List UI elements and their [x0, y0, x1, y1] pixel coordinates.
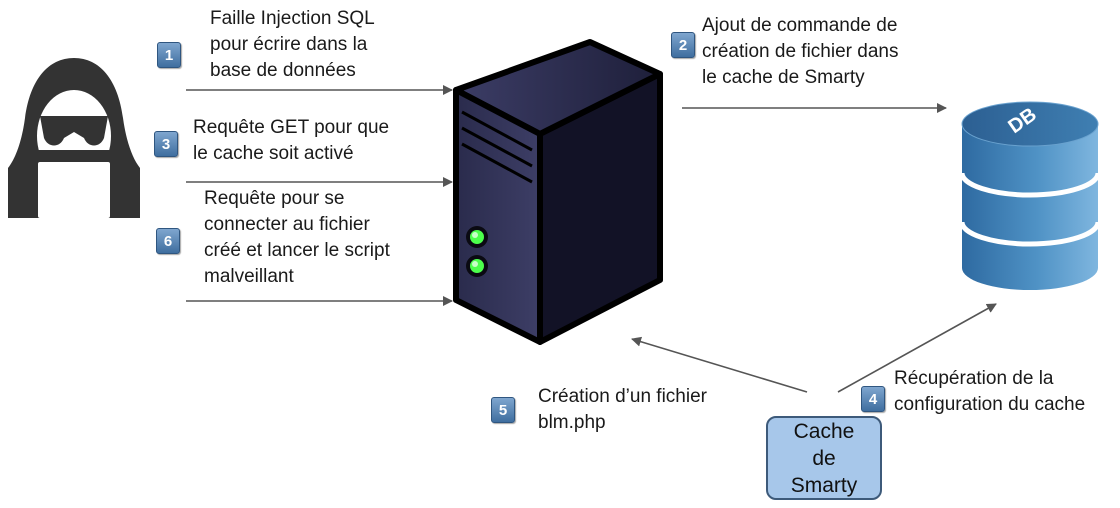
- step-5-line: blm.php: [538, 412, 606, 433]
- cache-box-line: Smarty: [790, 473, 858, 497]
- step-5-label: Création d’un fichier blm.php: [538, 384, 707, 436]
- cache-box-line: Cache: [793, 419, 855, 443]
- step-4-line: Récupération de la: [894, 368, 1054, 389]
- step-1-line: base de données: [210, 60, 356, 81]
- arrow-step-4: [837, 303, 997, 393]
- step-2-line: le cache de Smarty: [702, 67, 865, 88]
- step-2-label: Ajout de commande de création de fichier…: [702, 13, 898, 91]
- step-badge-2: 2: [671, 32, 695, 58]
- step-3-label: Requête GET pour que le cache soit activ…: [193, 115, 389, 167]
- step-1-label: Faille Injection SQL pour écrire dans la…: [210, 6, 375, 84]
- step-4-label: Récupération de la configuration du cach…: [894, 366, 1085, 418]
- step-4-line: configuration du cache: [894, 394, 1086, 415]
- step-badge-3: 3: [154, 131, 178, 157]
- step-badge-1: 1: [157, 42, 181, 68]
- step-6-line: créé et lancer le script: [204, 240, 390, 261]
- step-6-label: Requête pour se connecter au fichier cré…: [204, 186, 390, 290]
- step-6-line: Requête pour se: [204, 188, 345, 209]
- step-1-line: pour écrire dans la: [210, 34, 368, 55]
- step-badge-6: 6: [156, 228, 180, 254]
- step-3-line: le cache soit activé: [193, 143, 354, 164]
- step-3-line: Requête GET pour que: [193, 117, 390, 138]
- step-2-line: Ajout de commande de: [702, 15, 898, 36]
- step-1-line: Faille Injection SQL: [210, 8, 375, 29]
- arrow-step-5: [631, 336, 808, 393]
- cache-box-line: de: [812, 446, 836, 470]
- step-5-line: Création d’un fichier: [538, 386, 707, 407]
- step-badge-4: 4: [861, 386, 885, 412]
- step-6-line: malveillant: [204, 266, 294, 287]
- smarty-cache-box: Cache de Smarty: [766, 416, 882, 500]
- step-6-line: connecter au fichier: [204, 214, 370, 235]
- step-2-line: création de fichier dans: [702, 41, 899, 62]
- step-badge-5: 5: [491, 397, 515, 423]
